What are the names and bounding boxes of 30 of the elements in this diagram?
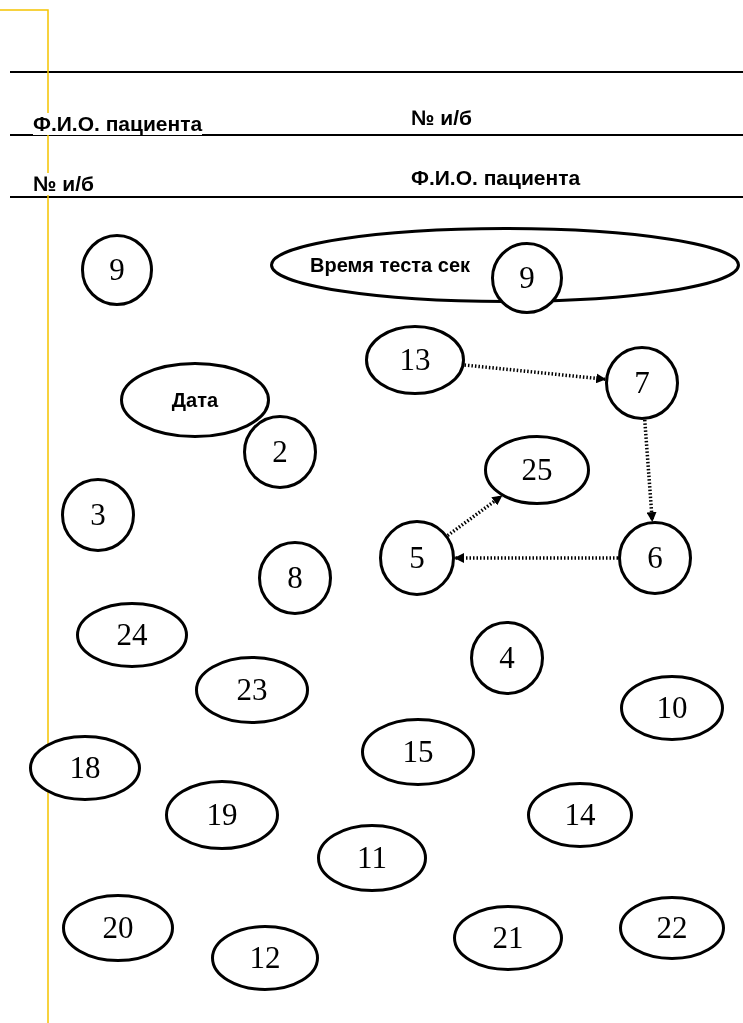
- form-field-label: № и/б: [33, 173, 94, 195]
- number-circle: 4: [470, 621, 544, 695]
- number-ellipse: 20: [62, 894, 174, 962]
- number-ellipse: 11: [317, 824, 427, 892]
- label-ellipse: Дата: [120, 362, 270, 438]
- number-ellipse: 12: [211, 925, 319, 991]
- number-circle: 3: [61, 478, 135, 552]
- number-ellipse: 13: [365, 325, 465, 395]
- number-circle: 9: [81, 234, 153, 306]
- number-ellipse: 18: [29, 735, 141, 801]
- number-circle: 5: [379, 520, 455, 596]
- number-ellipse: 21: [453, 905, 563, 971]
- number-circle: 2: [243, 415, 317, 489]
- number-ellipse: 22: [619, 896, 725, 960]
- number-ellipse: 23: [195, 656, 309, 724]
- dotted-arrow: [446, 494, 503, 537]
- number-circle: 7: [605, 346, 679, 420]
- number-ellipse: 19: [165, 780, 279, 850]
- number-ellipse: 25: [484, 435, 590, 505]
- dotted-arrow: [454, 553, 618, 563]
- number-ellipse: 14: [527, 782, 633, 848]
- dotted-arrow: [464, 363, 607, 384]
- number-circle: 9: [491, 242, 563, 314]
- number-ellipse: 15: [361, 718, 475, 786]
- number-circle: 6: [618, 521, 692, 595]
- number-ellipse: 10: [620, 675, 724, 741]
- dotted-arrow: [643, 419, 657, 523]
- number-circle: 8: [258, 541, 332, 615]
- number-ellipse: 24: [76, 602, 188, 668]
- form-field-label: Ф.И.О. пациента: [33, 113, 203, 135]
